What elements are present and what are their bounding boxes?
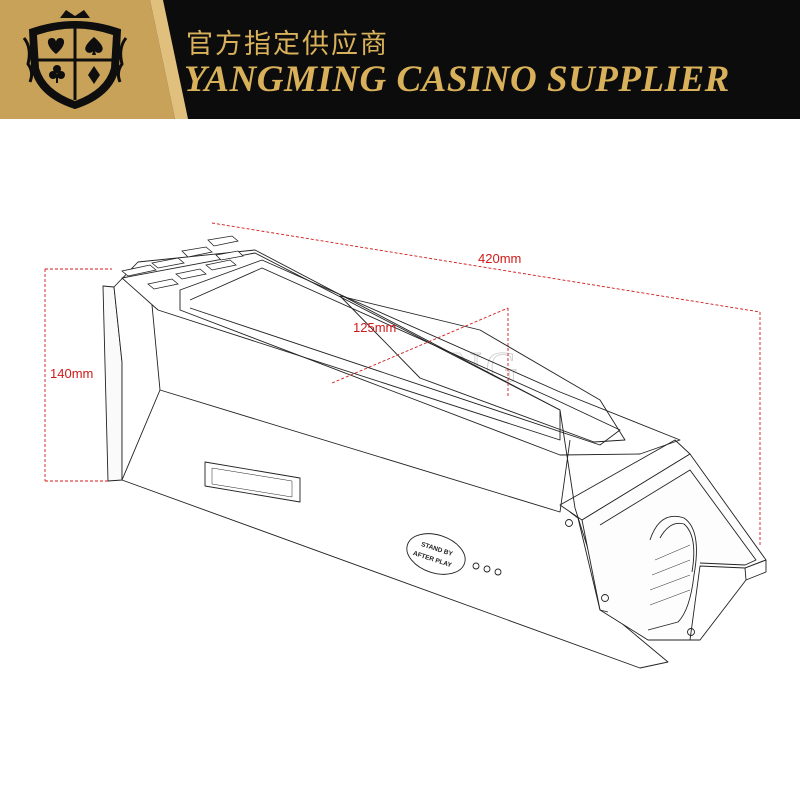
spade-icon (85, 37, 103, 55)
header-title-chinese: 官方指定供应商 (186, 29, 389, 60)
dimension-width-label: 125mm (353, 320, 396, 335)
club-icon (49, 65, 65, 83)
dimension-height-label: 140mm (50, 366, 93, 381)
dimension-lines (44, 222, 761, 545)
header-title-english: YANGMING CASINO SUPPLIER (184, 59, 730, 100)
svg-text:®: ® (123, 12, 129, 19)
heart-icon (47, 38, 65, 54)
stand-by-stamp (406, 533, 466, 575)
control-buttons (121, 235, 244, 290)
card-shoe-drawing: YANGMING (44, 222, 767, 669)
brand-logo: ® (20, 8, 130, 112)
shoe-outline (102, 249, 767, 669)
dimension-length-label: 420mm (478, 251, 521, 266)
header-banner: ® 官方指定供应商 YANGMING CASINO SUPPLIER (0, 0, 800, 119)
diamond-icon (88, 66, 100, 84)
